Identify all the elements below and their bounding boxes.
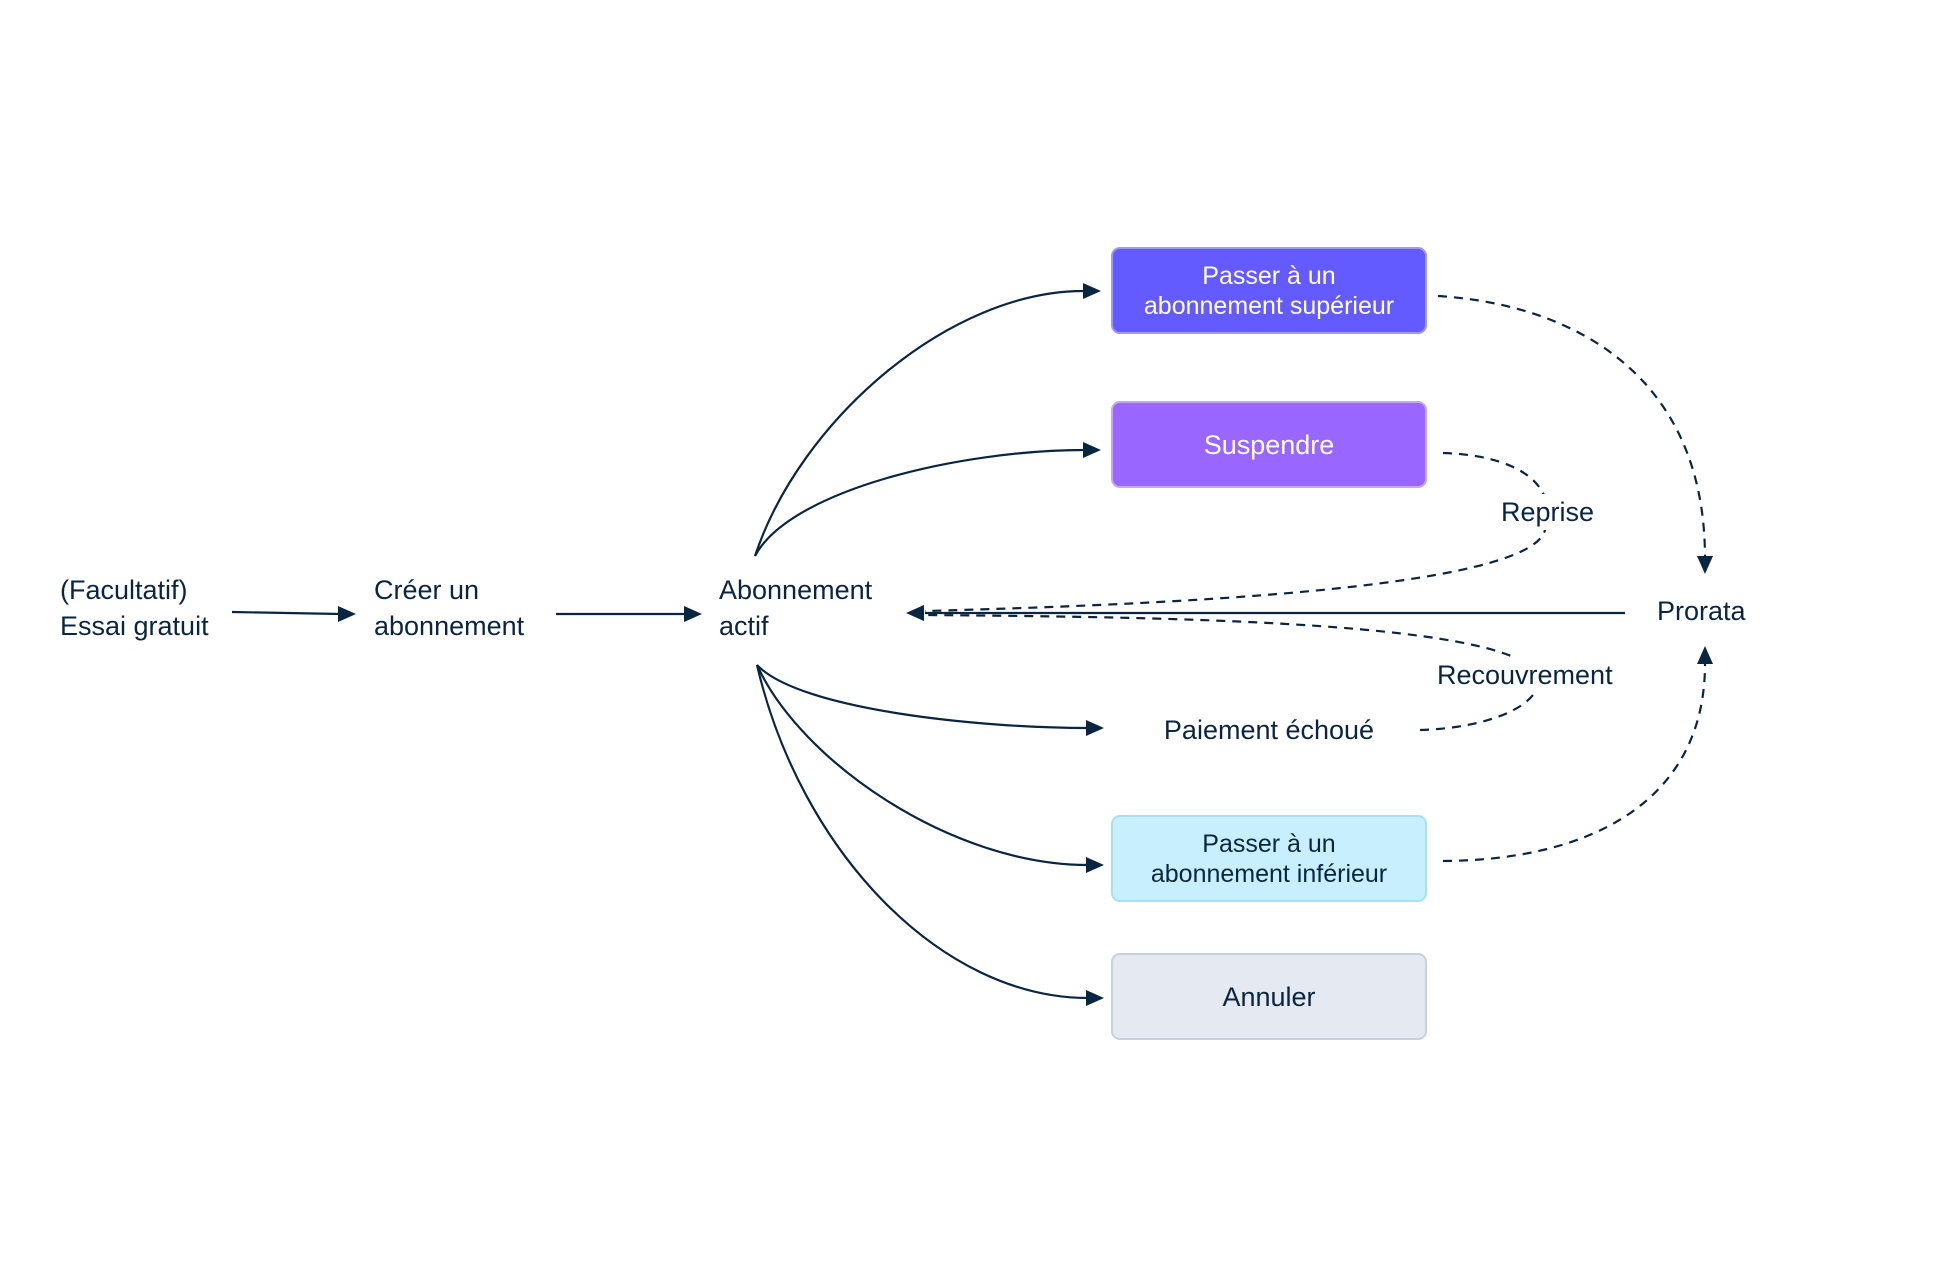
node-create-subscription: Créer un abonnement — [374, 572, 524, 644]
edge-active-to-upgrade — [753, 289, 1086, 557]
node-active-subscription: Abonnement actif — [719, 572, 872, 644]
arrowhead — [338, 606, 356, 622]
node-text-line: Suspendre — [1203, 429, 1335, 460]
edge-pause-resume-to-active — [924, 451, 1549, 613]
arrowhead — [1697, 646, 1713, 664]
edge-active-to-downgrade — [755, 664, 1089, 867]
node-text-line: Annuler — [1222, 981, 1316, 1012]
node-upgrade: Passer à un abonnement supérieur — [1111, 247, 1427, 334]
arrowhead — [1697, 556, 1713, 574]
node-text-line: actif — [719, 611, 769, 641]
edge-failed-recovery-to-active — [924, 613, 1540, 732]
edge-active-to-cancel — [755, 664, 1089, 1000]
arrowhead — [1086, 990, 1104, 1006]
edge-label-recovery: Recouvrement — [1433, 657, 1617, 693]
edge-label-resume: Reprise — [1497, 494, 1599, 530]
node-text-line: Abonnement — [719, 575, 873, 605]
node-text-line: abonnement supérieur — [1143, 291, 1395, 320]
edge-downgrade-to-proration — [1442, 663, 1707, 863]
node-text-line: Créer un — [374, 575, 480, 605]
arrowhead — [1086, 720, 1104, 736]
edge-trial-to-create — [231, 610, 341, 616]
node-text-line: abonnement — [374, 611, 525, 641]
node-payment-failed: Paiement échoué — [1163, 715, 1375, 745]
node-text-line: Passer à un — [1202, 829, 1336, 858]
arrowhead — [1083, 442, 1101, 458]
arrowhead — [1083, 283, 1101, 299]
arrowhead — [906, 605, 924, 621]
node-text-line: Passer à un — [1202, 261, 1336, 290]
edge-active-to-failed — [756, 664, 1089, 730]
node-cancel: Annuler — [1111, 953, 1427, 1040]
arrowhead — [1086, 857, 1104, 873]
node-proration: Prorata — [1657, 593, 1746, 629]
node-text-line: Essai gratuit — [60, 611, 209, 641]
arrowhead — [684, 606, 702, 622]
node-text-line: Prorata — [1657, 596, 1746, 626]
node-text-line: abonnement inférieur — [1150, 859, 1388, 888]
node-free-trial: (Facultatif) Essai gratuit — [60, 572, 209, 644]
node-pause: Suspendre — [1111, 401, 1427, 488]
edge-active-to-pause — [754, 448, 1086, 557]
node-text-line: (Facultatif) — [60, 575, 188, 605]
node-downgrade: Passer à un abonnement inférieur — [1111, 815, 1427, 902]
